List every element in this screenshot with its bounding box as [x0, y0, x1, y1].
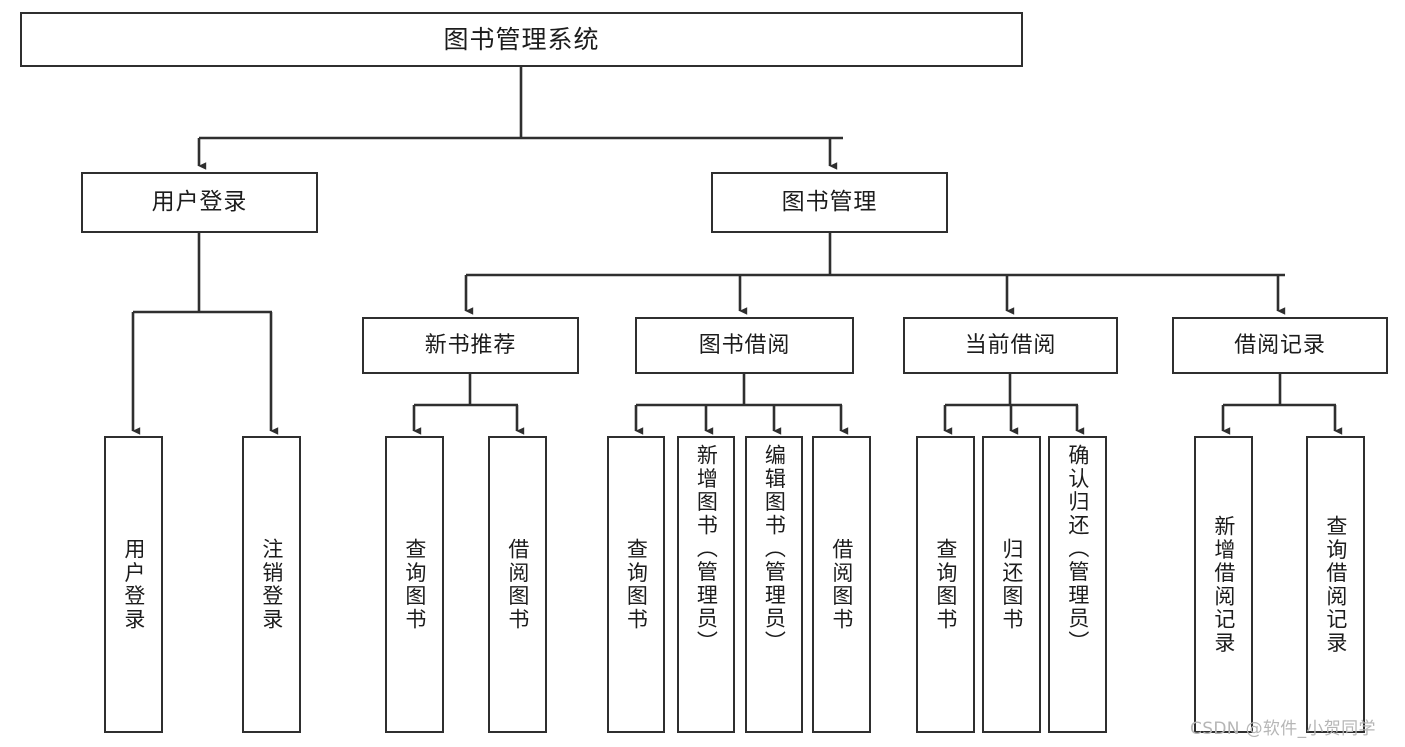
node-label: 查询借阅记录 [1323, 514, 1348, 655]
node-label: 新增借阅记录 [1211, 514, 1236, 655]
node-leaf-borrow-query-book[interactable]: 查询图书 [607, 436, 665, 733]
node-current-borrow[interactable]: 当前借阅 [903, 317, 1118, 374]
node-leaf-borrow-add-book-admin[interactable]: 新增图书（管理员） [677, 436, 735, 733]
watermark: CSDN @软件_小贺同学 [1190, 719, 1376, 739]
node-leaf-current-confirm-return-admin[interactable]: 确认归还（管理员） [1048, 436, 1107, 733]
node-user-login[interactable]: 用户登录 [81, 172, 318, 233]
node-label: 图书管理 [781, 188, 878, 215]
node-root-system[interactable]: 图书管理系统 [20, 12, 1023, 67]
node-label: 注销登录 [259, 537, 284, 632]
node-leaf-user-login[interactable]: 用户登录 [104, 436, 163, 733]
node-label: 当前借阅 [964, 332, 1057, 358]
node-book-management[interactable]: 图书管理 [711, 172, 948, 233]
node-leaf-current-return-book[interactable]: 归还图书 [982, 436, 1041, 733]
node-label: 新书推荐 [424, 332, 517, 358]
node-label: 用户登录 [121, 537, 146, 632]
node-label: 新增图书（管理员） [694, 444, 719, 654]
node-leaf-borrow-borrow-book[interactable]: 借阅图书 [812, 436, 871, 733]
node-leaf-newbook-query-book[interactable]: 查询图书 [385, 436, 444, 733]
node-label: 查询图书 [933, 537, 958, 632]
node-label: 归还图书 [999, 537, 1024, 632]
node-leaf-current-query-book[interactable]: 查询图书 [916, 436, 975, 733]
node-label: 查询图书 [402, 537, 427, 632]
node-label: 用户登录 [151, 188, 248, 215]
node-leaf-borrow-edit-book-admin[interactable]: 编辑图书（管理员） [745, 436, 803, 733]
node-borrow-record[interactable]: 借阅记录 [1172, 317, 1388, 374]
node-new-book-recommend[interactable]: 新书推荐 [362, 317, 579, 374]
node-label: 编辑图书（管理员） [762, 444, 787, 654]
node-label: 确认归还（管理员） [1065, 444, 1090, 654]
node-label: 借阅图书 [829, 537, 854, 632]
node-leaf-logout[interactable]: 注销登录 [242, 436, 301, 733]
node-label: 借阅记录 [1234, 332, 1326, 358]
node-label: 图书管理系统 [443, 24, 600, 54]
node-label: 图书借阅 [698, 332, 791, 358]
node-leaf-record-add-record[interactable]: 新增借阅记录 [1194, 436, 1253, 733]
node-label: 借阅图书 [505, 537, 530, 632]
node-leaf-record-query-record[interactable]: 查询借阅记录 [1306, 436, 1365, 733]
node-label: 查询图书 [624, 537, 649, 632]
node-book-borrow[interactable]: 图书借阅 [635, 317, 854, 374]
node-leaf-newbook-borrow-book[interactable]: 借阅图书 [488, 436, 547, 733]
